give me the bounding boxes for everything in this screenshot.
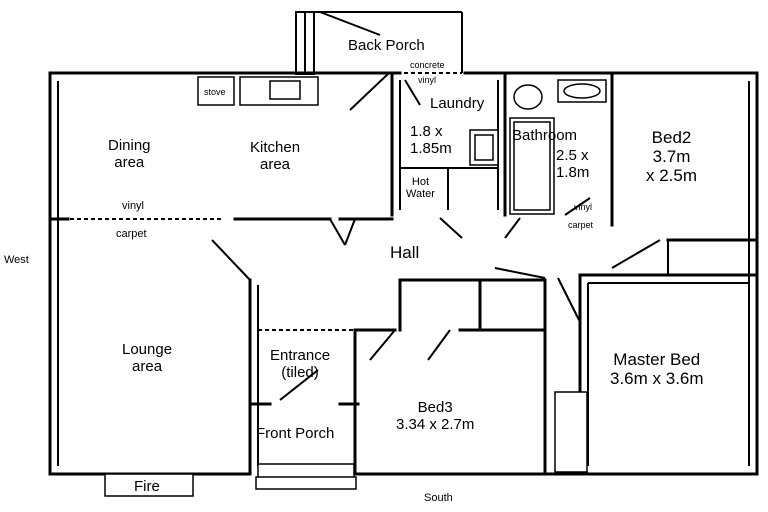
entrance-label: Entrance (tiled) xyxy=(270,347,331,381)
vinyl-backporch-label: vinyl xyxy=(418,75,437,85)
bed2-label: Bed2 3.7m x 2.5m xyxy=(646,128,698,186)
kitchen-label: Kitchen area xyxy=(250,139,301,173)
vinyl-bath-label: vinyl xyxy=(574,202,593,212)
back-porch-label: Back Porch xyxy=(348,37,425,54)
laundry-walls xyxy=(390,71,507,217)
dining-lounge-divider xyxy=(48,217,394,281)
hall-label: Hall xyxy=(390,243,420,262)
concrete-label: concrete xyxy=(410,60,445,70)
bathroom-label: Bathroom xyxy=(512,127,578,144)
master-bed-label: Master Bed 3.6m x 3.6m xyxy=(610,350,704,389)
master-bed-walls xyxy=(554,273,759,476)
entrance-walls xyxy=(248,278,360,490)
west-label: West xyxy=(4,254,29,266)
fireplace xyxy=(104,473,194,497)
bed2-walls xyxy=(610,213,759,276)
laundry-dims-label: 1.8 x 1.85m xyxy=(410,123,452,157)
carpet-bath-label: carpet xyxy=(568,220,594,230)
bathroom-fixtures xyxy=(509,71,614,217)
dining-label: Dining area xyxy=(108,137,151,171)
stove-label: stove xyxy=(204,87,226,97)
south-label: South xyxy=(424,492,453,504)
bed3-walls xyxy=(353,278,547,476)
vinyl-dining-label: vinyl xyxy=(122,200,145,212)
bathroom-dims-label: 2.5 x 1.8m xyxy=(556,147,590,181)
hot-water-label: Hot Water xyxy=(406,176,435,201)
hall-doors xyxy=(439,217,581,323)
front-porch-label: Front Porch xyxy=(256,425,335,442)
kitchen-fixtures xyxy=(197,73,389,111)
lounge-label: Lounge area xyxy=(122,341,173,375)
carpet-dining-label: carpet xyxy=(116,228,147,240)
fire-label: Fire xyxy=(134,478,160,495)
laundry-label: Laundry xyxy=(430,95,485,112)
bed3-label: Bed3 3.34 x 2.7m xyxy=(396,399,475,433)
